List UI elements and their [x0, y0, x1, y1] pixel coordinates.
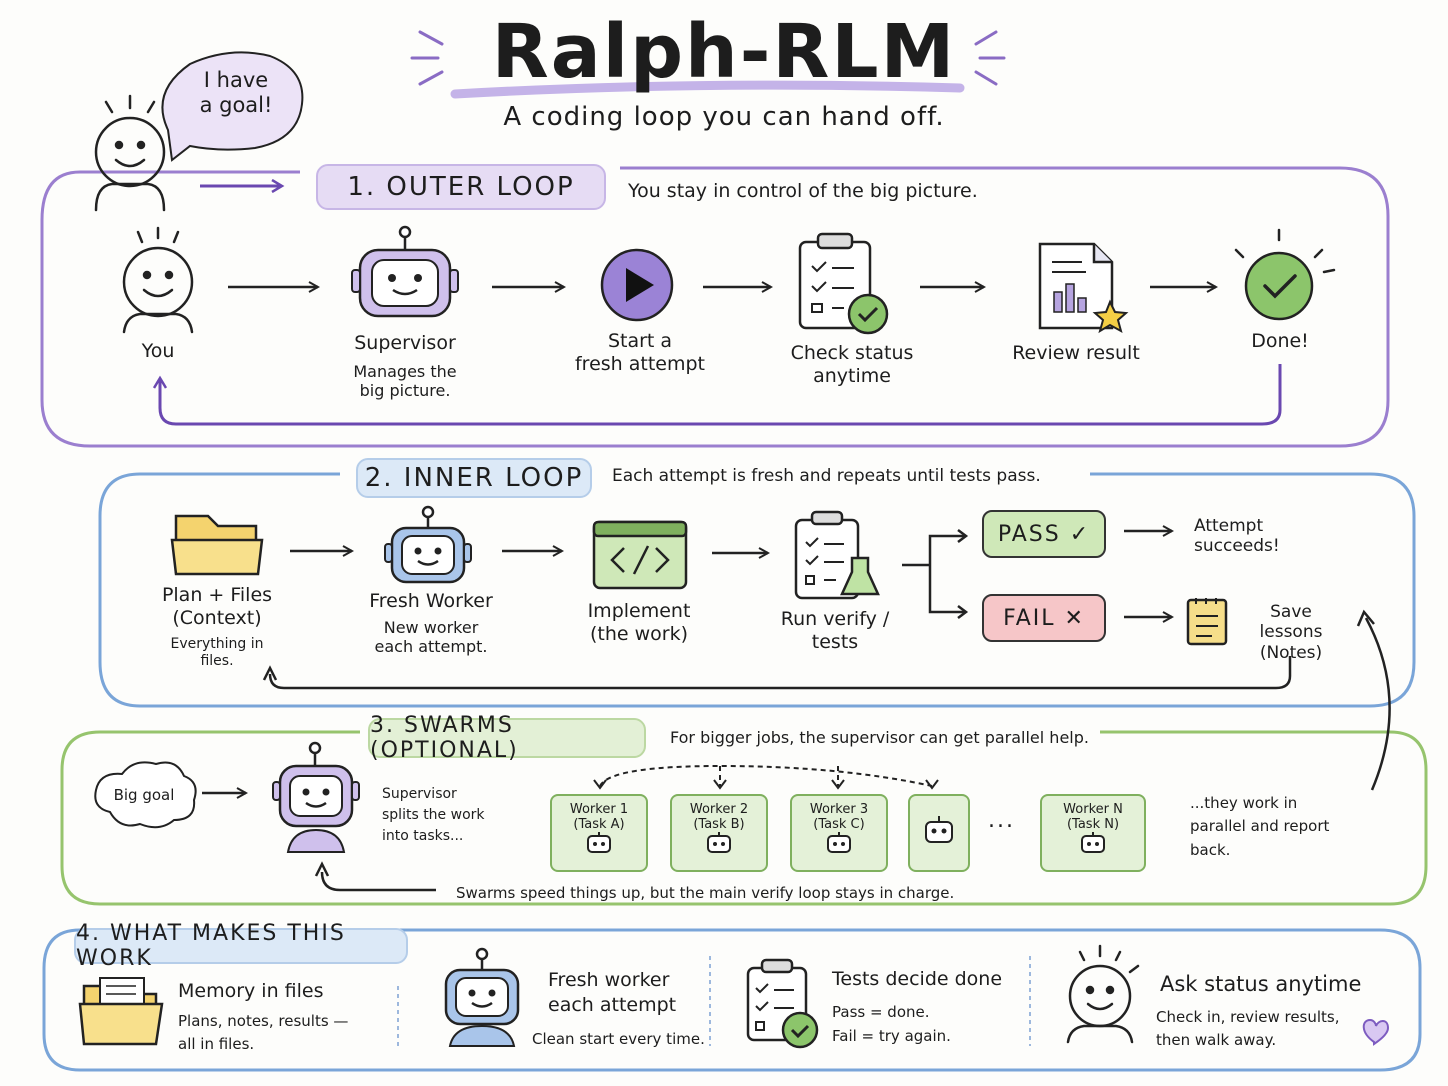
worker-card-n: Worker N (Task N) — [1040, 794, 1146, 872]
big-goal-cloud — [94, 761, 197, 829]
sparkle-right-icon — [974, 30, 1006, 86]
worker-card-1: Worker 1 (Task A) — [550, 794, 648, 872]
swarms-badge: 3. SWARMS (OPTIONAL) — [368, 713, 646, 763]
notes-icon — [1186, 598, 1228, 646]
goal-person-icon — [94, 94, 166, 212]
supervisor-sub: Manages the big picture. — [353, 362, 457, 401]
swarm-dispatch-arrows — [599, 764, 933, 787]
worker-name: Worker 1 — [569, 802, 629, 817]
supervisor-label: Supervisor — [354, 332, 456, 354]
worker-card-4 — [908, 794, 970, 872]
review-result-label: Review result — [1012, 342, 1140, 364]
plan-files-sub: Everything in files. — [170, 636, 264, 669]
outer-loop-badge: 1. OUTER LOOP — [316, 164, 606, 210]
title-underline — [450, 80, 965, 99]
inner-return-arrowhead — [262, 665, 278, 681]
worker-name: Worker 2 — [689, 802, 749, 817]
parallel-report-text: ...they work in parallel and report back… — [1190, 794, 1330, 859]
swarms-caption: For bigger jobs, the supervisor can get … — [670, 728, 1089, 747]
inner-loop-frame — [98, 472, 1416, 708]
report-star-icon — [1038, 242, 1129, 334]
clipboard-flask-icon — [794, 510, 880, 600]
fresh-worker-sub: New worker each attempt. — [374, 618, 488, 657]
inner-loop-caption: Each attempt is fresh and repeats until … — [612, 466, 1041, 486]
works-clipboard-icon — [746, 958, 819, 1049]
branch-arrowheads — [957, 529, 969, 619]
worker-robot-icon — [925, 816, 953, 843]
fresh-title: Fresh worker each attempt — [548, 969, 677, 1016]
fail-badge: FAIL ✕ — [982, 594, 1106, 642]
workers-ellipsis: ... — [988, 808, 1015, 833]
worker-task: (Task C) — [813, 817, 865, 832]
swarms-frame — [60, 730, 1428, 906]
run-verify-label: Run verify / tests — [780, 608, 890, 653]
outer-return-arrow — [160, 364, 1282, 426]
tests-title: Tests decide done — [832, 968, 1003, 990]
pass-badge: PASS ✓ — [982, 510, 1106, 558]
branch-lines — [902, 534, 966, 614]
worker-robot-icon — [827, 832, 851, 853]
worker-name: Worker 3 — [809, 802, 869, 817]
swarm-supervisor-robot-icon — [272, 741, 360, 853]
memory-title: Memory in files — [178, 980, 324, 1002]
inner-return-arrow — [268, 656, 1292, 690]
swarms-footer: Swarms speed things up, but the main ver… — [456, 884, 955, 902]
done-label: Done! — [1251, 330, 1309, 352]
works-badge: 4. WHAT MAKES THIS WORK — [74, 921, 408, 971]
implement-label: Implement (the work) — [587, 600, 691, 645]
code-window-icon — [592, 520, 688, 590]
inner-loop-badge: 2. INNER LOOP — [356, 458, 592, 498]
swarm-footer-arrow — [320, 871, 436, 892]
done-check-icon — [1234, 228, 1336, 321]
start-attempt-label: Start a fresh attempt — [574, 330, 705, 375]
worker-robot-icon — [1081, 832, 1105, 853]
ask-person-icon — [1066, 944, 1140, 1044]
footer-arrowhead — [314, 861, 330, 877]
worker-name: Worker N — [1063, 802, 1123, 817]
worker-robot-icon — [587, 832, 611, 853]
worker-card-2: Worker 2 (Task B) — [670, 794, 768, 872]
page-subtitle: A coding loop you can hand off. — [503, 102, 945, 132]
works-robot-icon — [444, 947, 520, 1047]
you-person-icon — [122, 226, 194, 334]
files-folder-icon — [78, 977, 164, 1046]
works-frame — [42, 928, 1422, 1072]
check-status-label: Check status anytime — [790, 342, 914, 387]
speech-bubble — [161, 51, 304, 162]
page-title: Ralph-RLM — [491, 9, 957, 95]
you-label: You — [141, 340, 175, 362]
swarm-supervisor-text: Supervisor splits the work into tasks... — [382, 786, 485, 844]
outer-loop-caption: You stay in control of the big picture. — [628, 180, 978, 202]
fresh-sub: Clean start every time. — [532, 1030, 705, 1048]
dispatch-arrowheads — [593, 779, 939, 790]
speech-bubble-text: I have a goal! — [199, 68, 273, 118]
plan-files-label: Plan + Files (Context) — [161, 584, 273, 629]
worker-task: (Task A) — [573, 817, 625, 832]
tests-sub: Pass = done. Fail = try again. — [832, 1003, 951, 1045]
supervisor-robot-icon — [351, 225, 459, 318]
folder-icon — [170, 514, 264, 576]
ask-sub: Check in, review results, then walk away… — [1156, 1008, 1340, 1050]
play-icon — [600, 248, 674, 322]
sparkle-left-icon — [410, 30, 444, 86]
report-arrowhead — [1356, 609, 1375, 627]
ask-title: Ask status anytime — [1160, 972, 1362, 996]
fresh-worker-label: Fresh Worker — [369, 590, 493, 612]
heart-icon — [1362, 1018, 1390, 1046]
memory-sub: Plans, notes, results — all in files. — [178, 1012, 349, 1053]
attempt-succeeds-label: Attempt succeeds! — [1194, 516, 1280, 557]
clipboard-check-icon — [798, 232, 889, 335]
worker-card-3: Worker 3 (Task C) — [790, 794, 888, 872]
outer-loop-frame — [40, 166, 1390, 448]
swarm-report-arrow — [1364, 617, 1391, 791]
save-lessons-label: Save lessons (Notes) — [1259, 602, 1323, 663]
big-goal-label: Big goal — [113, 786, 175, 804]
worker-task: (Task N) — [1066, 817, 1120, 832]
worker-robot-icon — [707, 832, 731, 853]
worker-task: (Task B) — [693, 817, 745, 832]
fresh-worker-robot-icon — [384, 505, 472, 584]
